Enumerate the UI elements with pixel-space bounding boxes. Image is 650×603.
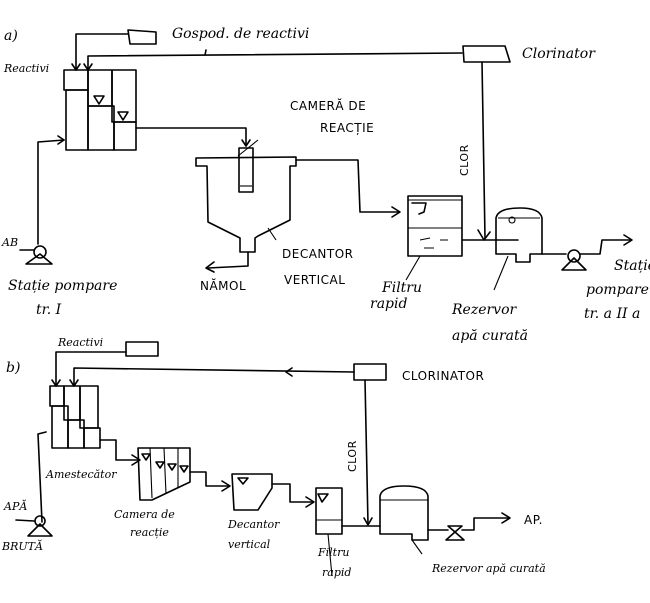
chlorinator-label-b: CLORINATOR: [402, 369, 484, 383]
pump-station-2-label: Stație: [614, 258, 650, 274]
pump-station-2-label2: pompare: [586, 282, 649, 298]
reagent-house-label-a: Gospod. de reactivi: [172, 26, 309, 42]
rapid-filter-label-b2: rapid: [322, 566, 351, 579]
rapid-filter-label-a2: rapid: [370, 296, 407, 312]
settler-label-b2: vertical: [228, 538, 271, 551]
reaction-chamber-label-a: CAMERĂ DE: [290, 98, 366, 113]
mixer-b: [49, 385, 101, 449]
raw-water-label-b2: BRUTĂ: [1, 539, 43, 553]
vertical-settler-a: [195, 139, 297, 273]
clean-water-tank-label-b: Rezervor apă curată: [431, 562, 546, 575]
settler-label-a: DECANTOR: [282, 247, 354, 261]
scheme-a-reagent-label: Reactivi: [3, 62, 49, 75]
reaction-chamber-label-b2: reacție: [130, 526, 169, 539]
reaction-chamber-label-a2: REACȚIE: [320, 121, 374, 135]
chlorinator-a: [462, 45, 511, 63]
scheme-a-marker: a): [4, 28, 18, 44]
pump-station-1-sub: tr. I: [36, 302, 62, 318]
raw-water-pump-a: [19, 245, 53, 265]
vertical-settler-b: [231, 473, 273, 511]
chlorinator-b: [353, 363, 387, 381]
chlorine-label-a: CLOR: [458, 144, 471, 176]
settler-label-a2: VERTICAL: [284, 273, 345, 287]
pump-b: [445, 525, 465, 541]
clean-water-tank-label-a2: apă curată: [452, 328, 528, 344]
reaction-chamber-label-b: Camera de: [114, 508, 175, 521]
pump-station-2-pump: [561, 249, 587, 271]
scheme-b-marker: b): [6, 360, 20, 376]
raw-water-label-b: APĂ: [3, 499, 27, 513]
clean-water-tank-a: [493, 207, 543, 291]
settler-label-b: Decantor: [227, 518, 280, 531]
rapid-filter-b: [315, 487, 343, 577]
mixer-label-b: Amestecător: [45, 468, 117, 481]
mixer-a: [63, 69, 137, 151]
chlorinator-label-a: Clorinator: [522, 46, 596, 62]
raw-water-pump-b: [15, 515, 53, 537]
pump-station-2-label3: tr. a II a: [584, 306, 640, 322]
chlorine-label-b: CLOR: [346, 440, 359, 472]
reaction-chamber-b: [137, 447, 191, 501]
output-label-b: AP.: [524, 513, 543, 527]
rapid-filter-a: [405, 195, 463, 281]
rapid-filter-label-a: Filtru: [381, 280, 422, 296]
raw-water-label-a: AB: [1, 236, 18, 249]
clean-water-tank-b: [379, 485, 429, 555]
pump-station-1-label: Stație pompare: [8, 278, 117, 294]
rapid-filter-label-b: Filtru: [317, 546, 349, 559]
scheme-b-reagent-label: Reactivi: [57, 336, 103, 349]
sludge-label-a: NĂMOL: [200, 278, 246, 293]
clean-water-tank-label-a: Rezervor: [451, 302, 518, 318]
